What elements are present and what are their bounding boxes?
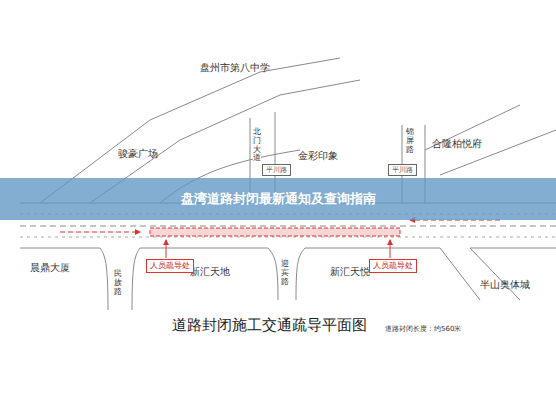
road-name: 锦屏路 [406,128,414,154]
road-name: 民族路 [114,270,122,296]
place-label: 半山奥体城 [480,279,530,291]
road-name: 北门大道 [253,128,261,163]
banner-title: 盘湾道路封闭最新通知及查询指南 [181,191,376,207]
place-label: 新汇天悦 [330,266,370,278]
place-label: 新汇天地 [190,266,230,278]
guide-post-box: 人员疏导处 [146,259,194,273]
place-label: 晨鼎大厦 [30,262,70,274]
place-label: 道路封闭长度：约560米 [385,325,461,333]
road-name: 迎宾路 [281,260,289,286]
guide-post-box: 人员疏导处 [369,259,417,273]
box-text: 人员疏导处 [373,261,413,271]
place-label: 骏豪广场 [118,148,158,160]
place-label: 合隆柏悦府 [432,138,482,150]
box-text: 平川路 [392,166,413,174]
place-label: 盘州市第八中学 [200,62,270,74]
place-label: 金彩印象 [298,150,338,162]
road-sign-box: 平川路 [262,164,291,176]
box-text: 平川路 [266,166,287,174]
plan-caption: 道路封闭施工交通疏导平面图 [172,316,367,334]
road-sign-box: 平川路 [388,164,417,176]
box-text: 人员疏导处 [150,261,190,271]
